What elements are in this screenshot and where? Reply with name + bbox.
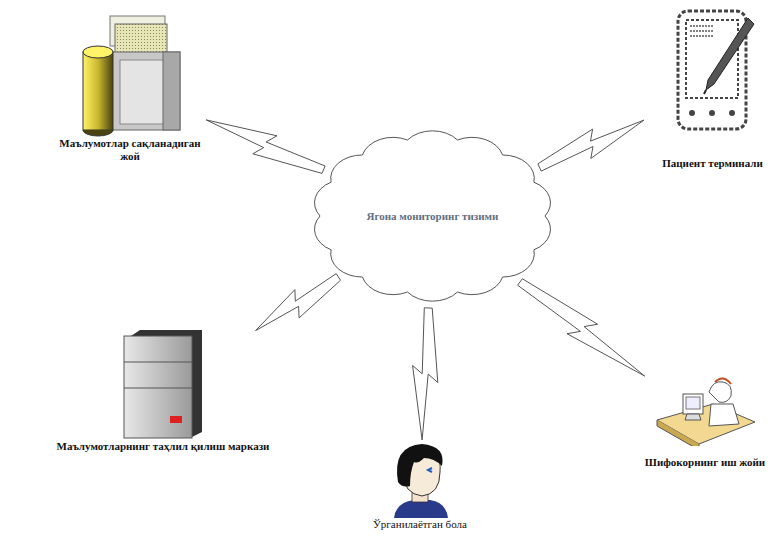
workplace-icon	[653, 374, 758, 446]
workplace-node: Шифокорнинг иш жойи	[630, 374, 780, 469]
node-label: Маълумотлар сақланадиган жой	[55, 137, 205, 163]
server-icon	[118, 328, 208, 440]
storage-icon	[75, 12, 185, 137]
node-label: Ўрганилаётган бола	[345, 518, 495, 531]
node-label: Шифокорнинг иш жойи	[630, 456, 780, 469]
child-icon	[384, 442, 456, 518]
lightning-connector	[256, 274, 341, 331]
storage-node: Маълумотлар сақланадиган жой	[55, 12, 205, 163]
node-label: Ягона мониторинг тизими	[310, 210, 555, 223]
node-label: Пациент терминали	[645, 157, 780, 170]
node-label: Маълумотларнинг таҳлил қилиш маркази	[18, 440, 308, 453]
lightning-connector	[518, 279, 645, 376]
analysis-node: Маълумотларнинг таҳлил қилиш маркази	[18, 328, 308, 453]
lightning-connector	[413, 308, 438, 440]
child-node: Ўрганилаётган бола	[345, 442, 495, 531]
lightning-connector	[538, 120, 644, 171]
terminal-icon	[668, 8, 758, 133]
lightning-connector	[206, 120, 325, 173]
terminal-node: Пациент терминали	[645, 8, 780, 170]
cloud-node: Ягона мониторинг тизими	[310, 128, 555, 304]
